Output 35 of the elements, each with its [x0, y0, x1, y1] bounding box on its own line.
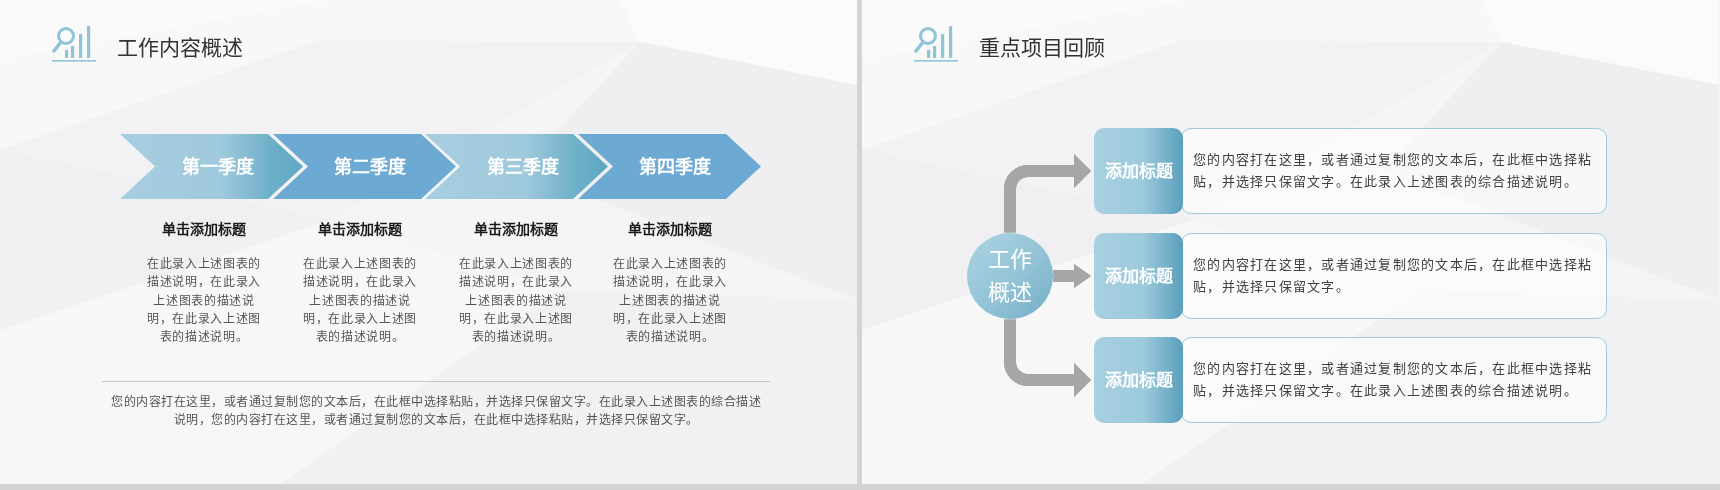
- column-description: 在此录入上述图表的描述说明，在此录入上述图表的描述说明，在此录入上述图表的描述说明。: [457, 256, 575, 347]
- box-title: 添加标题: [1104, 160, 1173, 182]
- chevron-banner: [425, 134, 608, 199]
- title-box: [1094, 233, 1183, 319]
- arrow: [1004, 319, 1091, 397]
- arrow: [1004, 154, 1091, 233]
- summary-paragraph: 您的内容打在这里，或者通过复制您的文本后，在此框中选择粘贴，并选择只保留文字。在此录入上述图表的综合描述说明，您的内容打在这里，或者通过复制您的文本后，在此框中选择粘贴，并选择只保留文字。: [110, 394, 762, 429]
- description-text: 您的内容打在这里，或者通过复制您的文本后，在此框中选择粘贴，并选择只保留文字。在此录入上述图表的综合描述说明。: [1193, 360, 1593, 400]
- column-description: 在此录入上述图表的描述说明，在此录入上述图表的描述说明，在此录入上述图表的描述说明。: [145, 256, 263, 347]
- title-box: [1094, 128, 1183, 214]
- chevron-label: 第三季度: [486, 155, 559, 178]
- column-heading: 单击添加标题: [473, 220, 559, 238]
- column-description: 在此录入上述图表的描述说明，在此录入上述图表的描述说明，在此录入上述图表的描述说明。: [611, 256, 729, 347]
- slide-title: 重点项目回顾: [979, 35, 1106, 61]
- box-title: 添加标题: [1104, 265, 1173, 287]
- topic-label: 工作概述: [987, 246, 1033, 307]
- chevron-label: 第四季度: [639, 155, 711, 178]
- description-text: 您的内容打在这里，或者通过复制您的文本后，在此框中选择粘贴，并选择只保留文字。在此录入上述图表的综合描述说明。: [1193, 151, 1593, 191]
- box-title: 添加标题: [1104, 369, 1173, 391]
- column-heading: 单击添加标题: [317, 220, 403, 238]
- chevron-label: 第一季度: [181, 155, 254, 178]
- description-text: 您的内容打在这里，或者通过复制您的文本后，在此框中选择粘贴，并选择只保留文字。: [1193, 256, 1593, 296]
- chevron-banner: [272, 134, 456, 199]
- chevron-banner: [120, 134, 303, 199]
- column-description: 在此录入上述图表的描述说明，在此录入上述图表的描述说明，在此录入上述图表的描述说明。: [301, 256, 419, 347]
- description-box: [1181, 337, 1607, 423]
- arrow: [1053, 264, 1091, 288]
- chevron-label: 第二季度: [334, 155, 406, 178]
- column-heading: 单击添加标题: [627, 220, 713, 238]
- description-box: [1181, 233, 1607, 319]
- title-box: [1094, 337, 1183, 423]
- slide-title: 工作内容概述: [117, 35, 244, 61]
- column-heading: 单击添加标题: [161, 220, 247, 238]
- description-box: [1181, 128, 1607, 214]
- chevron-banner: [577, 134, 761, 199]
